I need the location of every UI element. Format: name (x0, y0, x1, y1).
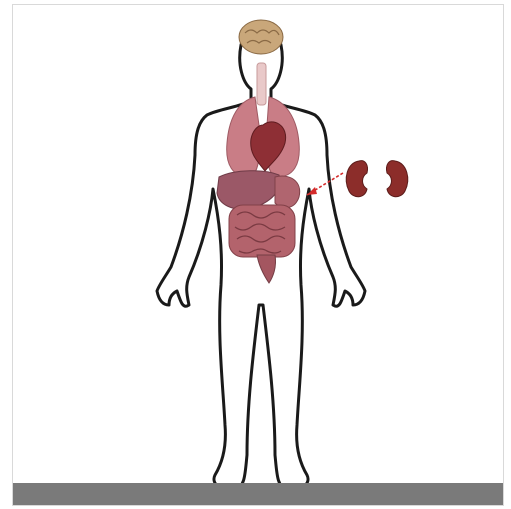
brain[interactable] (239, 20, 283, 54)
diagram-canvas (12, 4, 504, 506)
floor-bar (13, 483, 503, 505)
kidney-left[interactable] (346, 161, 367, 197)
trachea[interactable] (257, 63, 266, 105)
small-intestine[interactable] (229, 205, 295, 257)
stomach[interactable] (275, 176, 300, 208)
human-body-diagram (13, 5, 504, 506)
kidney-right[interactable] (386, 161, 407, 197)
